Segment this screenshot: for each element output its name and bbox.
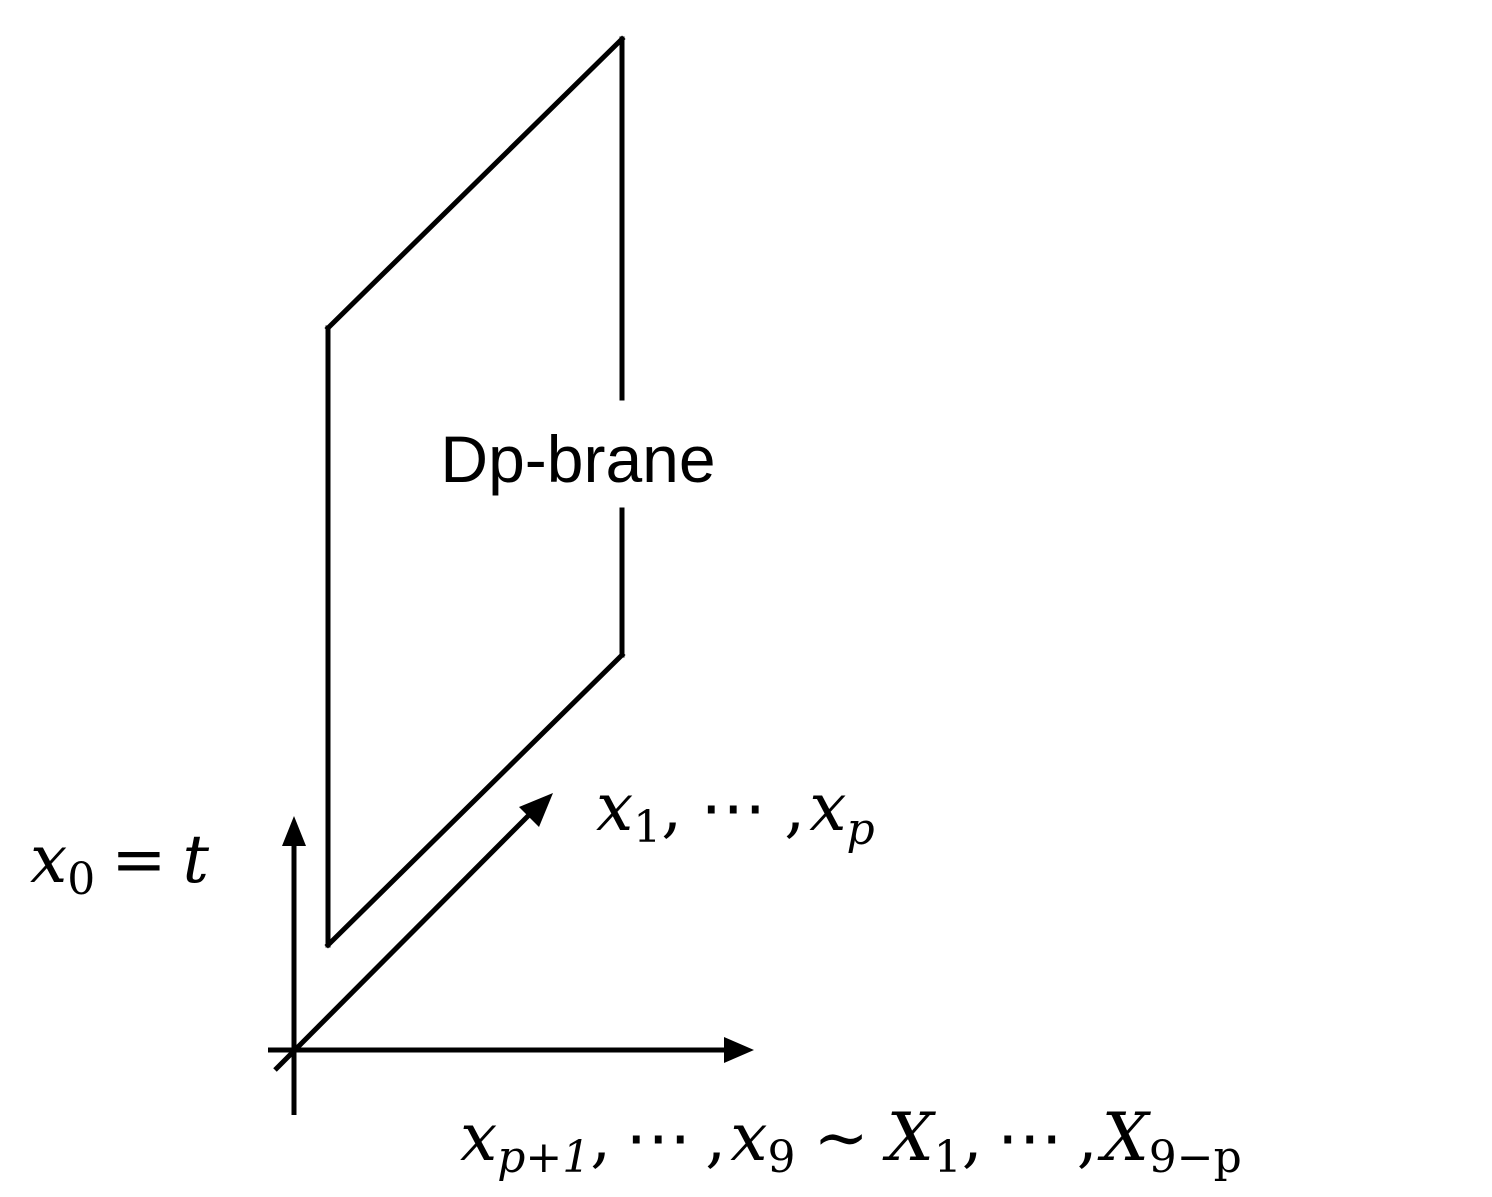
brane-label: Dp-brane xyxy=(440,422,715,496)
brane-top-edge xyxy=(324,35,626,332)
transverse-directions-label: xp+1,⋯,x9∼X1,⋯,X9−p xyxy=(460,1099,1242,1183)
coordinate-axes xyxy=(268,810,732,1115)
time-axis-arrowhead xyxy=(282,816,306,846)
time-axis-label: x0=t xyxy=(30,821,210,905)
transverse-axis-arrowhead xyxy=(724,1037,754,1063)
brane-directions-label: x1,⋯,xp xyxy=(596,769,875,855)
brane-outline xyxy=(324,35,626,949)
brane-bottom-edge xyxy=(324,651,626,949)
axis-arrowheads xyxy=(282,793,754,1063)
brane-direction-axis xyxy=(273,810,534,1072)
brane-direction-arrowhead xyxy=(519,793,553,827)
